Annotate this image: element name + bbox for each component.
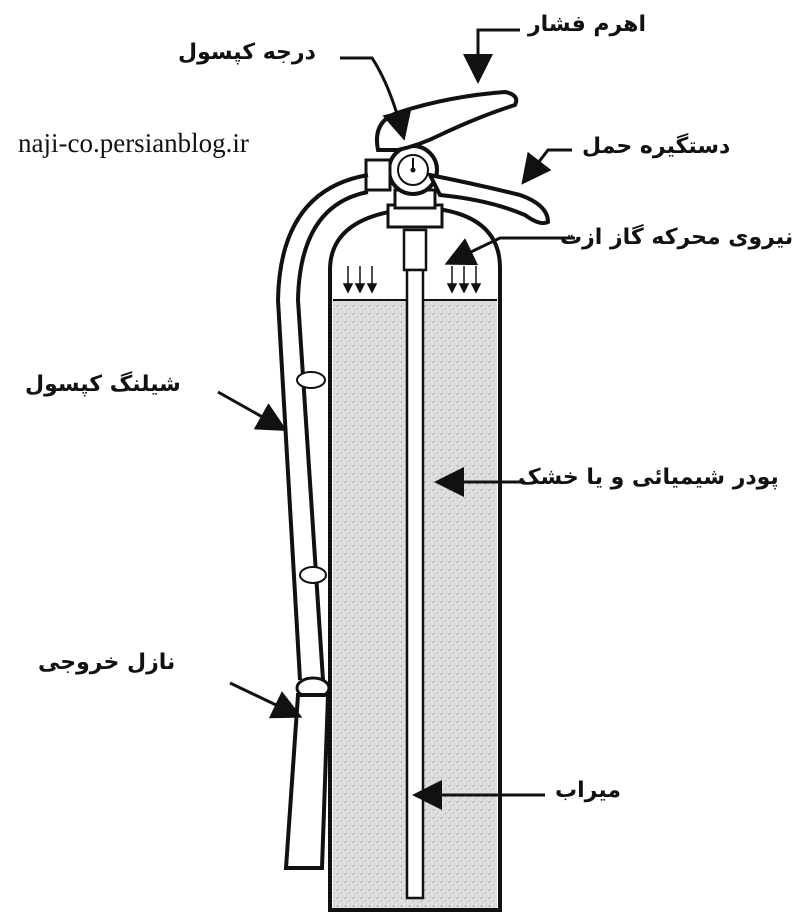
label-propellant: نیروی محرکه گاز ازت bbox=[560, 225, 793, 250]
label-gauge: درجه کپسول bbox=[178, 40, 316, 65]
watermark-text: naji-co.persianblog.ir bbox=[18, 128, 249, 159]
label-nozzle: نازل خروجی bbox=[38, 650, 175, 675]
label-hose: شیلنگ کپسول bbox=[25, 372, 181, 397]
label-pressure-lever: اهرم فشار bbox=[528, 12, 646, 37]
label-siphon-tube: میراب bbox=[555, 778, 621, 803]
label-carry-handle: دستگیره حمل bbox=[582, 134, 730, 159]
nozzle bbox=[286, 678, 329, 868]
siphon-tube bbox=[404, 230, 426, 898]
label-powder: پودر شیمیائی و یا خشک bbox=[518, 465, 779, 490]
